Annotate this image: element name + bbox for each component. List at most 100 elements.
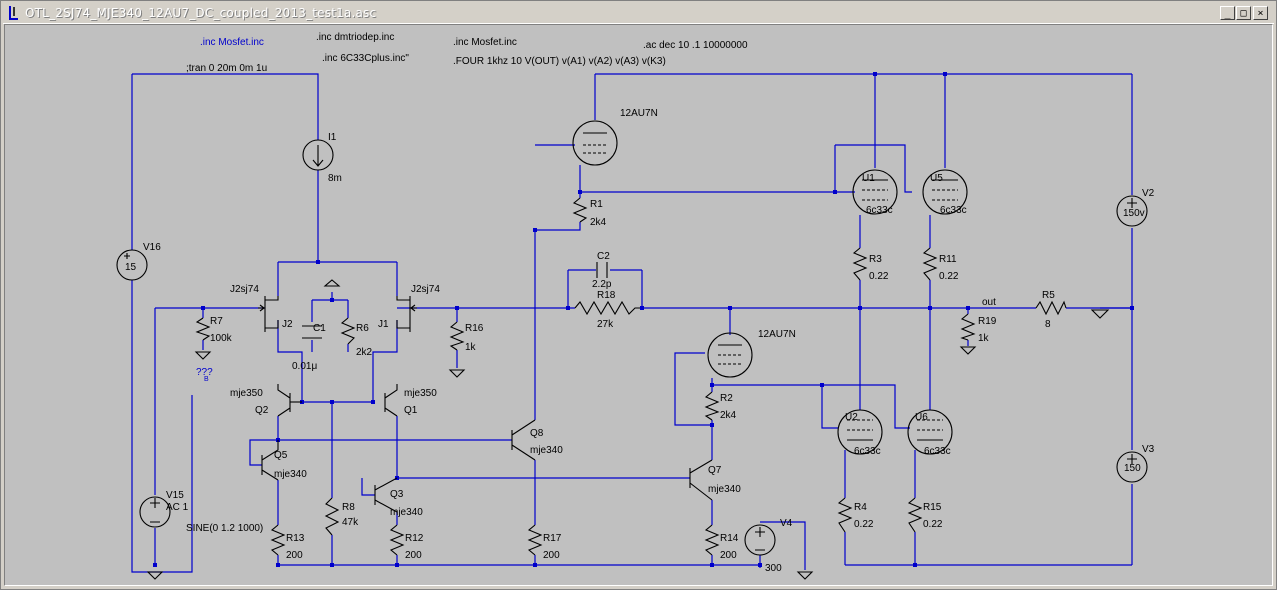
- resistor-r7: [195, 317, 211, 341]
- q2-name: Q2: [255, 405, 269, 416]
- minimize-button[interactable]: _: [1220, 6, 1235, 20]
- r17-name: R17: [543, 533, 562, 544]
- r6-value: 2k2: [356, 347, 373, 358]
- r2-value: 2k4: [720, 410, 737, 421]
- tube-lower-model: 12AU7N: [758, 329, 796, 340]
- q5-model: mje340: [274, 469, 307, 480]
- junctions: [153, 72, 1134, 567]
- directive-inc-6c33c[interactable]: .inc 6C33Cplus.inc": [322, 53, 409, 64]
- tube-u2[interactable]: [837, 409, 883, 455]
- resistor-r1: [572, 197, 588, 223]
- tube-upper-model: 12AU7N: [620, 108, 658, 119]
- ltspice-icon: [9, 6, 18, 20]
- r11-name: R11: [939, 254, 957, 265]
- resistor-r18: [574, 300, 640, 316]
- resistors[interactable]: [195, 197, 1067, 556]
- r16-value: 1k: [465, 342, 477, 353]
- resistor-r8: [324, 497, 340, 536]
- bjt-q8[interactable]: [511, 419, 536, 461]
- net-unknown: ???: [196, 367, 213, 378]
- directive-inc-mosfet-mid[interactable]: .inc Mosfet.inc: [453, 37, 517, 48]
- resistor-r15: [907, 497, 923, 533]
- bjt-q1[interactable]: [384, 384, 398, 417]
- directive-tran[interactable]: ;tran 0 20m 0m 1u: [186, 63, 267, 74]
- net-label-out[interactable]: out: [982, 297, 996, 308]
- r17-value: 200: [543, 550, 560, 561]
- bjt-q7[interactable]: [689, 459, 713, 501]
- r14-value: 200: [720, 550, 737, 561]
- r2-name: R2: [720, 393, 733, 404]
- schematic-canvas[interactable]: [4, 24, 1273, 586]
- capacitor-c2[interactable]: [596, 262, 608, 278]
- q1-model: mje350: [404, 388, 437, 399]
- j2-name: J2: [282, 319, 293, 330]
- directive-inc-dmtriodep[interactable]: .inc dmtriodep.inc: [316, 32, 394, 43]
- ground-symbols: [147, 279, 976, 580]
- bjt-q3[interactable]: [374, 477, 398, 513]
- voltage-source-v15[interactable]: [139, 496, 171, 528]
- close-icon: ×: [1257, 8, 1264, 19]
- voltage-source-v4[interactable]: [744, 524, 776, 556]
- resistor-r17: [527, 524, 543, 556]
- r5-value: 8: [1045, 319, 1051, 330]
- directive-inc-mosfet-left[interactable]: .inc Mosfet.inc: [200, 37, 264, 48]
- j1-model: J2sj74: [411, 284, 440, 295]
- r12-name: R12: [405, 533, 424, 544]
- q7-name: Q7: [708, 465, 722, 476]
- tube-u1[interactable]: [852, 169, 898, 215]
- r3-value: 0.22: [869, 271, 889, 282]
- v16-name: V16: [143, 242, 161, 253]
- jfet-j1[interactable]: [396, 296, 417, 332]
- voltage-source-v16[interactable]: [116, 249, 148, 281]
- bjt-q2[interactable]: [277, 384, 302, 417]
- tube-u5[interactable]: [922, 169, 968, 215]
- voltage-source-v3[interactable]: [1116, 451, 1148, 483]
- r19-value: 1k: [978, 333, 990, 344]
- triode-12au7-lower[interactable]: [707, 332, 753, 378]
- voltage-source-v2[interactable]: [1116, 195, 1148, 227]
- directive-ac[interactable]: .ac dec 10 .1 10000000: [643, 40, 748, 51]
- j1-name: J1: [378, 319, 389, 330]
- jfet-j2[interactable]: [258, 296, 279, 332]
- window-title: OTL_2SJ74_MJE340_12AU7_DC_coupled_2013_t…: [25, 6, 377, 20]
- capacitor-c1[interactable]: [302, 325, 322, 339]
- restore-icon: □: [1240, 8, 1247, 19]
- v3-value: 150: [1124, 463, 1141, 474]
- r13-name: R13: [286, 533, 305, 544]
- r7-name: R7: [210, 316, 223, 327]
- r4-value: 0.22: [854, 519, 874, 530]
- r7-value: 100k: [210, 333, 233, 344]
- resistor-r13: [270, 524, 286, 556]
- v3-name: V3: [1142, 444, 1155, 455]
- title-bar[interactable]: OTL_2SJ74_MJE340_12AU7_DC_coupled_2013_t…: [3, 3, 1274, 24]
- close-button[interactable]: ×: [1253, 6, 1268, 20]
- q3-name: Q3: [390, 489, 404, 500]
- q2-model: mje350: [230, 388, 263, 399]
- c2-value: 2.2p: [592, 279, 612, 290]
- bjt-q5[interactable]: [261, 440, 279, 481]
- u1-model: 6c33c: [866, 205, 893, 216]
- resistor-r16: [449, 321, 465, 351]
- v15-sine: SINE(0 1.2 1000): [186, 523, 263, 534]
- r6-name: R6: [356, 323, 369, 334]
- u6-model: 6c33c: [924, 446, 951, 457]
- c1-name: C1: [313, 323, 326, 334]
- u6-name: U6: [915, 412, 928, 423]
- restore-button[interactable]: □: [1236, 6, 1251, 20]
- c2-name: C2: [597, 251, 610, 262]
- q8-model: mje340: [530, 445, 563, 456]
- tube-u6[interactable]: [907, 409, 953, 455]
- resistor-r5: [1035, 300, 1067, 316]
- v15-name: V15: [166, 490, 184, 501]
- current-source-i1[interactable]: [302, 139, 334, 171]
- r18-value: 27k: [597, 319, 614, 330]
- net-unknown-sub: B: [204, 376, 209, 383]
- r13-value: 200: [286, 550, 303, 561]
- v4-name: V4: [780, 518, 793, 529]
- directive-four[interactable]: .FOUR 1khz 10 V(OUT) v(A1) v(A2) v(A3) v…: [453, 56, 666, 67]
- triode-12au7-upper[interactable]: [572, 120, 618, 166]
- r1-value: 2k4: [590, 217, 607, 228]
- r8-name: R8: [342, 502, 355, 513]
- u5-model: 6c33c: [940, 205, 967, 216]
